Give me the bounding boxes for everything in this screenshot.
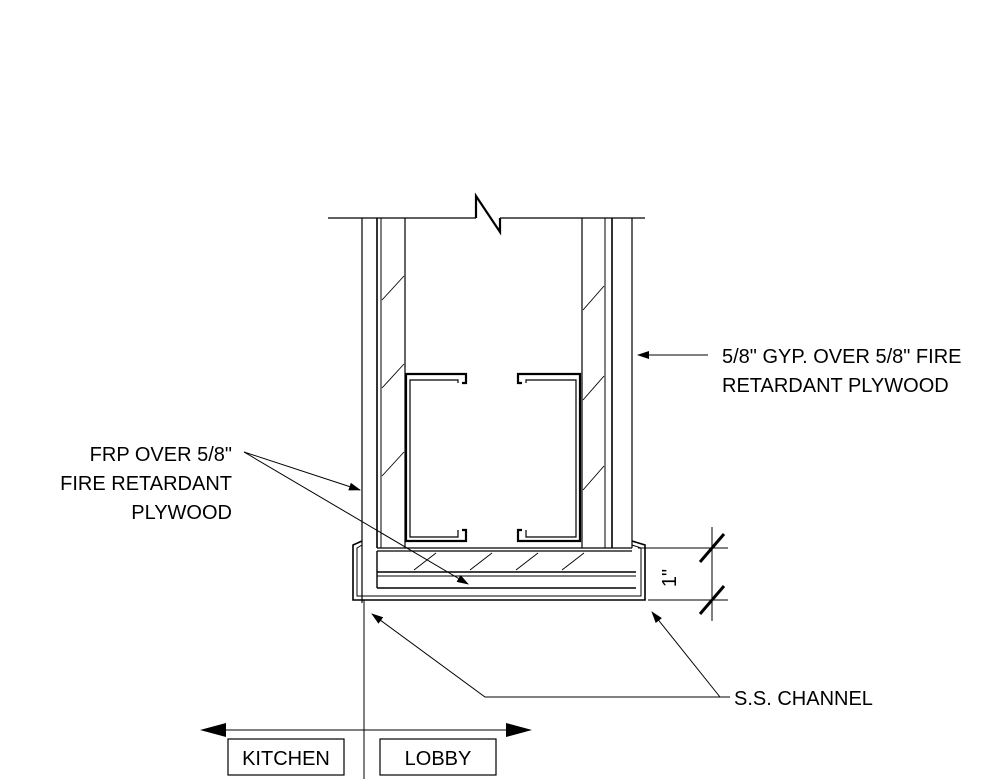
dimension-mark [638,527,728,621]
metal-stud-right [516,372,582,543]
bottom-plate [376,547,636,589]
left-note-line3: PLYWOOD [131,502,232,524]
left-wall-layers [361,218,406,603]
kitchen-label: KITCHEN [242,748,330,770]
dimension-label: 1" [659,569,681,587]
right-wall-layers [581,218,633,548]
ss-channel [352,540,646,601]
left-note-line2: FIRE RETARDANT [60,473,232,495]
left-note-leader-1 [243,451,361,491]
kitchen-tag: KITCHEN [227,738,345,776]
right-note-line2: RETARDANT PLYWOOD [722,375,949,397]
lobby-label: LOBBY [405,748,472,770]
right-note-line1: 5/8" GYP. OVER 5/8" FIRE [722,346,961,368]
lobby-tag: LOBBY [379,738,497,776]
channel-leaders [371,611,730,698]
channel-note: S.S. CHANNEL [734,688,873,710]
metal-stud-left [404,372,468,543]
left-note-leader-2 [243,451,469,585]
break-line [328,192,645,236]
left-note-line1: FRP OVER 5/8" [90,444,232,466]
room-arrow-line [200,723,532,737]
